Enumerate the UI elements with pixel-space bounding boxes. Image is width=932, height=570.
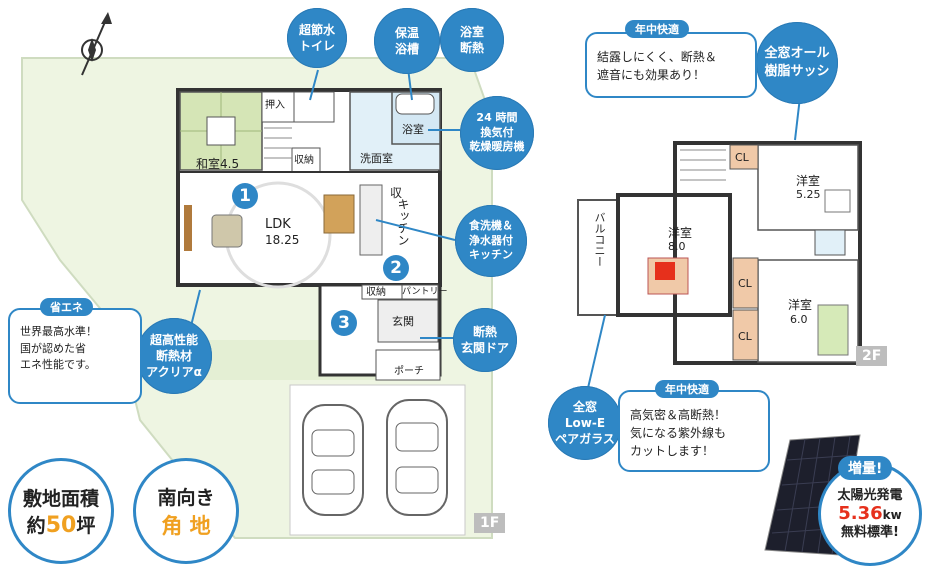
room-2f-yoshitsu-b-name: 洋室: [796, 174, 821, 188]
bathtub: [395, 93, 435, 115]
marker-1: 1: [232, 183, 258, 209]
car-icon: [386, 399, 448, 516]
room-porch: ポーチ: [394, 366, 424, 377]
badge-site-line1: 敷地面積: [22, 488, 99, 510]
marker-2: 2: [383, 255, 409, 281]
room-pantry: パントリー: [402, 287, 448, 297]
room-shuno1: 収納: [294, 155, 314, 166]
room-shu: 収: [390, 186, 403, 200]
badge-site-line2: 約50坪: [27, 511, 96, 538]
bubble-insulation: 超高性能 断熱材 アクリアα: [136, 318, 212, 394]
bubble-door: 断熱 玄関ドア: [453, 308, 517, 372]
floor2-label: 2F: [856, 346, 888, 366]
room-2f-cl2: CL: [738, 277, 752, 290]
room-senmenjo: 洗面室: [360, 152, 393, 165]
dining-table: [323, 194, 355, 234]
room-2f-cl3: CL: [738, 330, 752, 343]
tag-nenju2: 年中快適: [655, 380, 719, 398]
tv-board: [184, 205, 192, 251]
bubble-yokushitsu-dannetsu: 浴室 断熱: [440, 8, 504, 72]
badge-site-num: 50: [45, 513, 77, 538]
room-washitsu: 和室4.5: [196, 157, 240, 171]
badge-south-line2: 角 地: [161, 513, 211, 538]
bubble-toilet: 超節水 トイレ: [287, 8, 347, 68]
badge-site-unit: 坪: [76, 515, 96, 537]
room-ldk-size: 18.25: [265, 233, 300, 247]
room-yokushitsu: 浴室: [402, 123, 424, 136]
room-kitchen: キッチン: [396, 198, 410, 246]
room-shuno2: 収納: [366, 287, 386, 298]
badge-solar: 太陽光発電 5.36kw 無料標準!: [818, 462, 922, 566]
bubble-yokuso: 保温 浴槽: [374, 8, 440, 74]
porch-floor: [375, 349, 441, 381]
callout-nenju2: 高気密＆高断熱！ 気になる紫外線も カットします！: [618, 390, 770, 472]
genkan-floor: [377, 299, 439, 343]
room-ldk-name: LDK: [265, 217, 291, 232]
room-2f-balcony: バルコニー: [593, 212, 606, 267]
bubble-glass: 全窓 Low-E ペアガラス: [548, 386, 622, 460]
car-icon: [302, 404, 364, 516]
bubble-kitchen: 食洗機＆ 浄水器付 キッチン: [455, 205, 527, 277]
badge-south-corner: 南向き 角 地: [133, 458, 239, 564]
solar-line3: 無料標準!: [841, 524, 899, 540]
callout-shoene: 世界最高水準！ 国が認めた省 エネ性能です。: [8, 308, 142, 404]
tag-nenju1: 年中快適: [625, 20, 689, 38]
tag-solar: 増量!: [838, 456, 893, 480]
room-2f-yoshitsu-a-name: 洋室: [668, 226, 693, 240]
solar-value: 5.36: [838, 503, 883, 525]
compass-icon: [81, 12, 112, 76]
room-oshiire: 押入: [265, 100, 285, 111]
solar-unit: kw: [882, 508, 902, 523]
sofa: [211, 214, 243, 248]
solar-value-line: 5.36kw: [838, 503, 902, 525]
room-genkan: 玄関: [392, 315, 414, 328]
floor1-label: 1F: [474, 513, 506, 533]
badge-site-area: 敷地面積 約50坪: [8, 458, 114, 564]
balcony-floor: [577, 199, 619, 316]
tag-shoene: 省エネ: [40, 298, 93, 316]
bubble-kansou: 24 時間 換気付 乾燥暖房機: [460, 96, 534, 170]
room-2f-yoshitsu-b-size: 5.25: [796, 188, 821, 201]
room-2f-cl1: CL: [735, 151, 749, 164]
kitchen-counter: [359, 184, 383, 256]
room-2f-yoshitsu-c-size: 6.0: [790, 313, 808, 326]
solar-line1: 太陽光発電: [837, 487, 903, 503]
callout-nenju1: 結露しにくく、断熱＆ 遮音にも効果あり！: [585, 32, 757, 98]
room-2f-yoshitsu-a-size: 8.0: [668, 240, 686, 253]
bubble-sash: 全窓オール 樹脂サッシ: [756, 22, 838, 104]
badge-site-pre: 約: [26, 515, 46, 537]
marker-3: 3: [331, 310, 357, 336]
badge-south-line1: 南向き: [157, 486, 215, 509]
room-2f-yoshitsu-c-name: 洋室: [788, 298, 813, 312]
